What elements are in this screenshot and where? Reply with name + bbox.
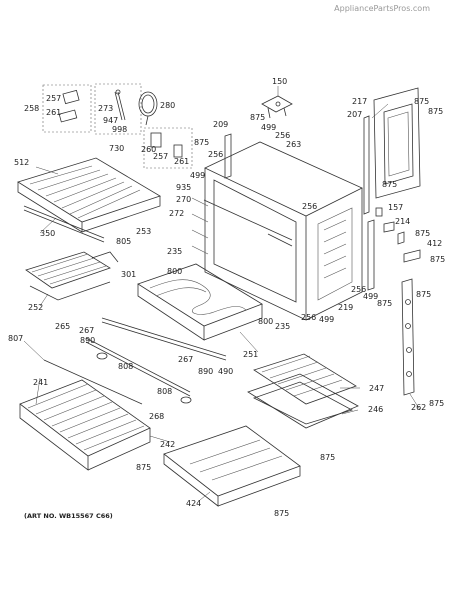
- callout-875: 875: [320, 453, 335, 462]
- oven-light-lens: [138, 91, 158, 126]
- callout-875: 875: [430, 255, 445, 264]
- callout-875: 875: [414, 97, 429, 106]
- art-number: (ART NO. WB15567 C66): [24, 512, 113, 520]
- callout-217: 217: [352, 97, 367, 106]
- callout-214: 214: [395, 217, 410, 226]
- callout-499: 499: [261, 123, 276, 132]
- callout-424: 424: [186, 499, 201, 508]
- source-watermark: AppliancePartsPros.com: [334, 4, 430, 13]
- callout-253: 253: [136, 227, 151, 236]
- callout-875: 875: [250, 113, 265, 122]
- callout-270: 270: [176, 195, 191, 204]
- callout-805: 805: [116, 237, 131, 246]
- callout-490: 490: [218, 367, 233, 376]
- callout-261: 261: [46, 108, 61, 117]
- callout-935: 935: [176, 183, 191, 192]
- broil-element-tray: [17, 157, 161, 243]
- callout-350: 350: [40, 229, 55, 238]
- small-rack-252: [25, 251, 119, 301]
- callout-998: 998: [112, 125, 127, 134]
- callout-808: 808: [157, 387, 172, 396]
- callout-260: 260: [141, 145, 156, 154]
- callout-875: 875: [194, 138, 209, 147]
- door-side-trim: [401, 278, 415, 396]
- callout-262: 262: [411, 403, 426, 412]
- callout-280: 280: [160, 101, 175, 110]
- callout-890: 890: [80, 336, 95, 345]
- callout-256: 256: [302, 202, 317, 211]
- oven-door-inner-panel: [373, 87, 421, 199]
- callout-800: 800: [258, 317, 273, 326]
- callout-256: 256: [351, 285, 366, 294]
- oven-cavity: [191, 141, 363, 321]
- callout-808: 808: [118, 362, 133, 371]
- callout-235: 235: [167, 247, 182, 256]
- sensor-kit-box: [94, 83, 142, 135]
- callout-499: 499: [190, 171, 205, 180]
- callout-257: 257: [46, 94, 61, 103]
- callout-labels: 150 217 875 875 207 257 258 261 273 947 …: [8, 77, 445, 518]
- callout-875: 875: [274, 509, 289, 518]
- callout-219: 219: [338, 303, 353, 312]
- callout-258: 258: [24, 104, 39, 113]
- callout-875: 875: [428, 107, 443, 116]
- callout-247: 247: [369, 384, 384, 393]
- callout-235: 235: [275, 322, 290, 331]
- side-trims: [224, 115, 375, 291]
- oven-rack-241: [19, 359, 151, 471]
- callout-730: 730: [109, 144, 124, 153]
- lamp-socket-kit-box: [143, 127, 193, 169]
- callout-875: 875: [415, 229, 430, 238]
- callout-875: 875: [382, 180, 397, 189]
- callout-268: 268: [149, 412, 164, 421]
- callout-242: 242: [160, 440, 175, 449]
- callout-301: 301: [121, 270, 136, 279]
- bracket-150: [261, 95, 293, 119]
- callout-800: 800: [167, 267, 182, 276]
- rack-slide-assembly: [85, 317, 227, 404]
- callout-150: 150: [272, 77, 287, 86]
- callout-267: 267: [79, 326, 94, 335]
- warming-drawer-rack: [163, 425, 301, 507]
- callout-257: 257: [153, 152, 168, 161]
- callout-807: 807: [8, 334, 23, 343]
- callout-412: 412: [427, 239, 442, 248]
- callout-246: 246: [368, 405, 383, 414]
- broiler-pan: [247, 353, 359, 429]
- callout-875: 875: [377, 299, 392, 308]
- callout-875: 875: [416, 290, 431, 299]
- callout-256: 256: [275, 131, 290, 140]
- callout-261: 261: [174, 157, 189, 166]
- callout-207: 207: [347, 110, 362, 119]
- callout-263: 263: [286, 140, 301, 149]
- callout-157: 157: [388, 203, 403, 212]
- callout-256: 256: [301, 313, 316, 322]
- callout-499: 499: [363, 292, 378, 301]
- callout-252: 252: [28, 303, 43, 312]
- callout-251: 251: [243, 350, 258, 359]
- callout-265: 265: [55, 322, 70, 331]
- callout-209: 209: [213, 120, 228, 129]
- callout-272: 272: [169, 209, 184, 218]
- callout-875: 875: [429, 399, 444, 408]
- callout-267: 267: [178, 355, 193, 364]
- element-terminal-kit-box: [42, 84, 92, 133]
- callout-947: 947: [103, 116, 118, 125]
- callout-leader-lines: [23, 86, 421, 501]
- callout-499: 499: [319, 315, 334, 324]
- callout-256: 256: [208, 150, 223, 159]
- callout-273: 273: [98, 104, 113, 113]
- callout-512: 512: [14, 158, 29, 167]
- callout-875: 875: [136, 463, 151, 472]
- callout-241: 241: [33, 378, 48, 387]
- hinge-parts: [375, 207, 421, 263]
- bake-element-cover: [137, 263, 263, 341]
- callout-890: 890: [198, 367, 213, 376]
